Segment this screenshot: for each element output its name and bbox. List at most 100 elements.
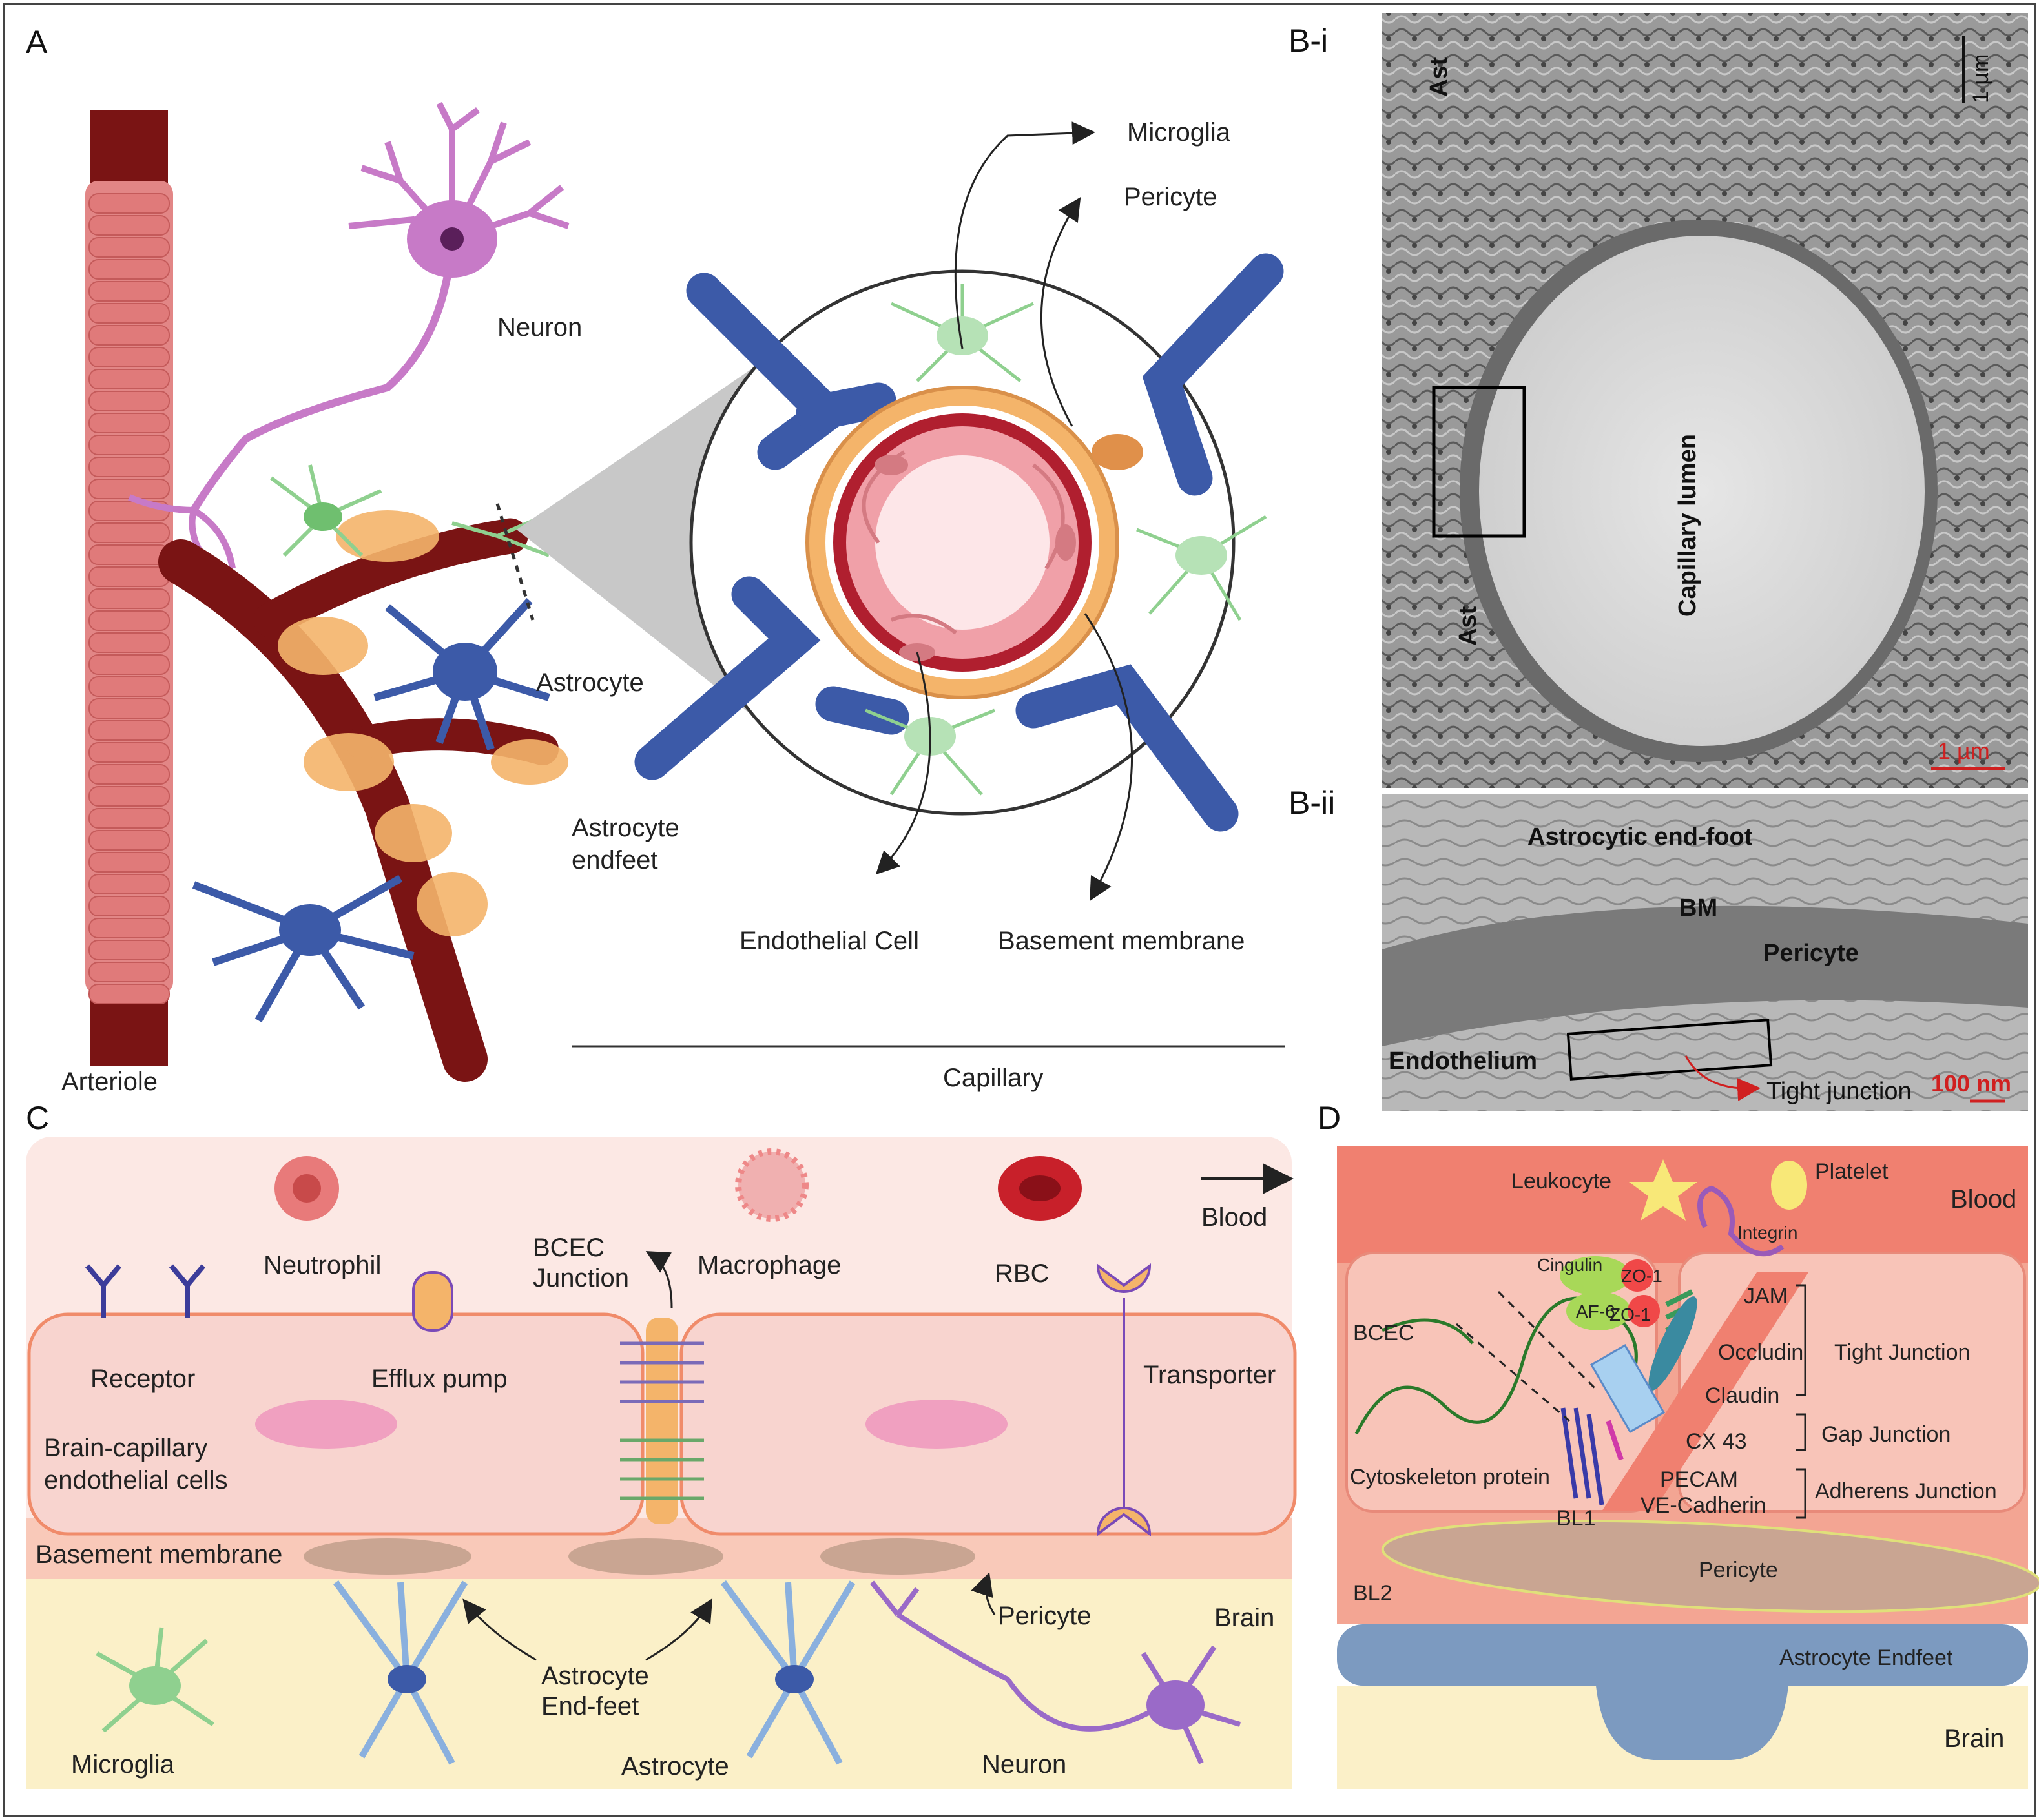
arteriole xyxy=(85,110,173,1066)
gap-junction-label: Gap Junction xyxy=(1821,1422,1951,1447)
rbc-disc xyxy=(88,237,170,258)
pericyte-label-d: Pericyte xyxy=(1699,1558,1778,1582)
capillary-tree xyxy=(158,510,568,1082)
platelet-label: Platelet xyxy=(1815,1159,1889,1184)
endfeet-label-d: Astrocyte Endfeet xyxy=(1779,1646,1953,1670)
endfeet-label-c2: End-feet xyxy=(541,1692,639,1721)
rbc-disc xyxy=(88,369,170,389)
astrocyte-a2-body xyxy=(279,904,341,956)
rbc-label: RBC xyxy=(995,1259,1049,1288)
rbc-disc xyxy=(88,940,170,960)
rbc-disc xyxy=(88,676,170,697)
d-brain-stem-redraw xyxy=(1595,1679,1789,1760)
d-pericyte xyxy=(1381,1519,2039,1613)
rbc-disc xyxy=(88,193,170,214)
rbc-disc xyxy=(88,874,170,894)
gap-bracket xyxy=(1796,1413,1806,1451)
tight-bracket xyxy=(1796,1284,1806,1396)
d-blood-band xyxy=(1337,1146,2028,1263)
brain-label-c: Brain xyxy=(1214,1604,1274,1632)
basement-label-c: Basement membrane xyxy=(36,1540,282,1569)
rbc-disc xyxy=(88,830,170,851)
rbc-disc xyxy=(88,764,170,785)
rbc-disc xyxy=(88,852,170,873)
rbc-disc xyxy=(88,896,170,916)
neuron-c-dendrites xyxy=(869,1580,1241,1764)
rbc-disc xyxy=(88,544,170,565)
leukocyte-star xyxy=(1629,1159,1697,1221)
endfeet-label-2: endfeet xyxy=(572,846,657,874)
pericyte-arrow-c xyxy=(971,1572,996,1615)
pericyte-label-b: Pericyte xyxy=(1763,940,1859,967)
microglia-a-body xyxy=(304,502,342,531)
microglia-c-body xyxy=(129,1666,181,1705)
neuron-c-body xyxy=(1146,1680,1205,1730)
neuron-label-c: Neuron xyxy=(982,1750,1066,1779)
panel-d-label: D xyxy=(1318,1100,1341,1136)
rbc-disc xyxy=(88,303,170,324)
adherens-strands xyxy=(1560,1407,1604,1505)
panel-b-i: B-i Ast Ast Capillary lumen 1 µm 1 µm xyxy=(1289,13,2028,788)
panel-b-ii-label: B-ii xyxy=(1289,785,1335,821)
endfoot-label: Astrocytic end-foot xyxy=(1527,823,1753,851)
cyto-label: Cytoskeleton protein xyxy=(1350,1465,1550,1489)
endothelial-arrow xyxy=(875,652,931,875)
nucleus-right xyxy=(865,1400,1008,1449)
vecad-label: VE-Cadherin xyxy=(1641,1493,1766,1518)
pericyte-c3 xyxy=(820,1538,975,1575)
microglia-c xyxy=(96,1627,214,1733)
af6-label: AF-6 xyxy=(1576,1301,1615,1321)
rbc-disc xyxy=(88,457,170,477)
rbc-disc xyxy=(88,588,170,609)
astrocyte-label-c: Astrocyte xyxy=(621,1752,729,1781)
rbc-disc xyxy=(88,984,170,1004)
tight-junction-label: Tight Junction xyxy=(1834,1340,1970,1365)
rbc-disc xyxy=(88,808,170,829)
cingulin-blob xyxy=(1560,1256,1631,1295)
bcec-junction-label-1: BCEC xyxy=(533,1234,605,1262)
bm-label: BM xyxy=(1679,894,1717,922)
pericyte-arrow xyxy=(1040,196,1081,427)
panel-b-i-label: B-i xyxy=(1289,23,1328,59)
integrin xyxy=(1697,1185,1785,1257)
macrophage xyxy=(735,1148,809,1222)
rbc-disc xyxy=(88,566,170,587)
rbc-disc xyxy=(88,391,170,411)
adherens-bracket xyxy=(1796,1468,1806,1519)
endothelium-label: Endothelium xyxy=(1389,1048,1537,1075)
integrin-label: Integrin xyxy=(1737,1223,1797,1243)
capillary-label: Capillary xyxy=(943,1064,1044,1092)
microglia-arrow xyxy=(954,121,1095,349)
macrophage-label: Macrophage xyxy=(698,1251,841,1279)
receptor-label: Receptor xyxy=(90,1365,195,1393)
rbc-disc xyxy=(88,742,170,763)
rbc-disc xyxy=(88,918,170,938)
bcec-junction-label-2: Junction xyxy=(533,1264,629,1292)
capillary-lumen xyxy=(1479,236,1925,746)
receptor-1 xyxy=(85,1264,122,1318)
rbc-disc xyxy=(88,720,170,741)
zoom-wedge xyxy=(517,362,762,723)
basement-arrow xyxy=(1084,613,1133,902)
panel-c-label: C xyxy=(26,1100,49,1136)
astrocyte-c2 xyxy=(720,1580,856,1765)
efflux-pump xyxy=(412,1271,453,1332)
astrocyte-a1-body xyxy=(433,643,497,701)
pericyte-c2 xyxy=(568,1538,723,1575)
blood-label-d: Blood xyxy=(1951,1185,2016,1214)
rbc-disc xyxy=(88,215,170,236)
bcec-junction xyxy=(646,1318,678,1524)
neuron-c-axon xyxy=(896,1612,1164,1732)
panel-a: A Neuron xyxy=(26,24,1285,1096)
receptor-2 xyxy=(169,1264,206,1318)
bl1-label: BL1 xyxy=(1557,1506,1596,1531)
transporter-bottom xyxy=(1096,1507,1152,1537)
astrocyte-c1 xyxy=(333,1580,468,1765)
ast-left-label: Ast xyxy=(1454,606,1482,646)
rbc-disc xyxy=(88,259,170,280)
panel-d: D xyxy=(1318,1100,2039,1789)
microglia-label: Microglia xyxy=(1127,118,1231,147)
rbc-disc xyxy=(88,962,170,982)
neutrophil-label: Neutrophil xyxy=(264,1251,381,1279)
af6-blob xyxy=(1566,1292,1631,1330)
